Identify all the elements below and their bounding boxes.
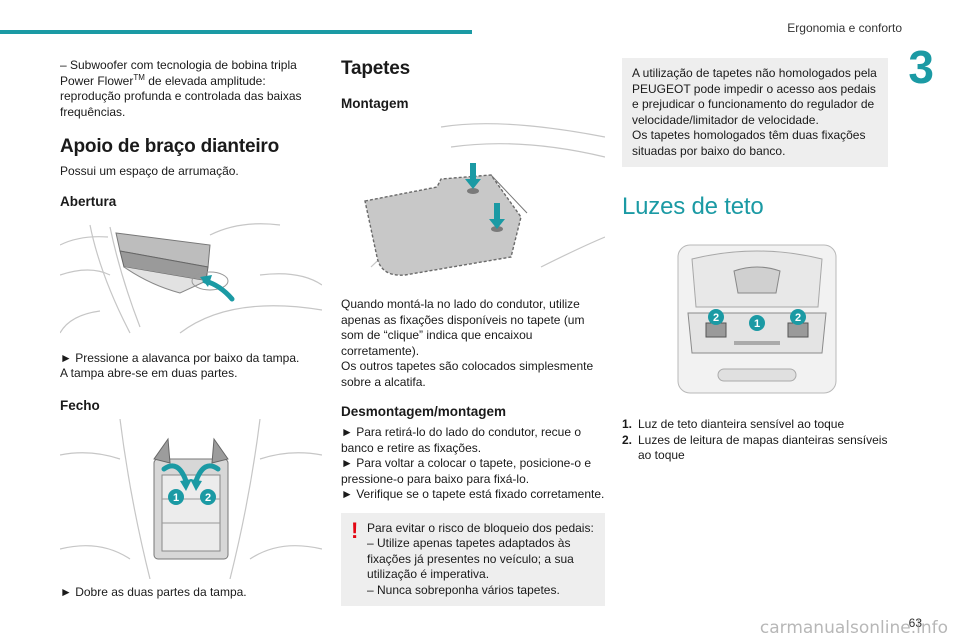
section-header: Ergonomia e conforto bbox=[787, 21, 902, 35]
subwoofer-text: – Subwoofer com tecnologia de bobina tri… bbox=[60, 58, 302, 119]
info-text-1: A utilização de tapetes não homologados … bbox=[632, 66, 877, 127]
armrest-heading: Apoio de braço dianteiro bbox=[60, 136, 279, 157]
removal-heading: Desmontagem/montagem bbox=[341, 404, 507, 419]
warning-icon: ! bbox=[351, 517, 359, 543]
mats-heading: Tapetes bbox=[341, 58, 410, 79]
legend-item: 1.Luz de teto dianteira sensível ao toqu… bbox=[622, 417, 845, 431]
chapter-number: 3 bbox=[908, 41, 934, 93]
armrest-description: Possui um espaço de arrumação. bbox=[60, 164, 239, 178]
callout-left-2: 2 bbox=[713, 312, 719, 324]
floor-mat-illustration bbox=[364, 123, 605, 276]
fold-left-arrow-icon bbox=[161, 463, 189, 483]
header-accent-bar bbox=[0, 30, 472, 34]
fold-right-arrow-icon bbox=[193, 463, 221, 483]
removal-step-2: ► Para voltar a colocar o tapete, posici… bbox=[341, 456, 592, 486]
mats-info-box: A utilização de tapetes não homologados … bbox=[622, 58, 888, 167]
closing-step: ► Dobre as duas partes da tampa. bbox=[60, 584, 247, 599]
mounting-text-1: Quando montá-la no lado do condutor, uti… bbox=[341, 297, 585, 358]
column-1: – Subwoofer com tecnologia de bobina tri… bbox=[60, 58, 322, 600]
callout-right-2: 2 bbox=[795, 312, 801, 324]
column-3: A utilização de tapetes não homologados … bbox=[622, 58, 888, 464]
ceiling-lights-heading: Luzes de teto bbox=[622, 193, 764, 220]
warning-item-1: – Utilize apenas tapetes adaptados às fi… bbox=[367, 536, 574, 581]
watermark: carmanualsonline.info bbox=[759, 618, 948, 638]
opening-heading: Abertura bbox=[60, 193, 117, 209]
ceiling-lights-illustration: 2 1 2 bbox=[677, 244, 837, 394]
closing-heading: Fecho bbox=[60, 397, 100, 413]
removal-step-1: ► Para retirá-lo do lado do condutor, re… bbox=[341, 425, 582, 455]
ceiling-lights-legend: 1.Luz de teto dianteira sensível ao toqu… bbox=[622, 417, 888, 464]
removal-step-3: ► Verifique se o tapete está fixado corr… bbox=[341, 487, 605, 501]
pedal-warning-box: ! Para evitar o risco de bloqueio dos pe… bbox=[341, 512, 605, 606]
mounting-text-2: Os outros tapetes são colocados simplesm… bbox=[341, 359, 594, 389]
opening-step: ► Pressione a alavanca por baixo da tamp… bbox=[60, 350, 300, 365]
armrest-opening-illustration bbox=[60, 222, 322, 333]
column-2: Tapetes Montagem Quando montá-la no lado… bbox=[341, 58, 605, 606]
warning-item-2: – Nunca sobreponha vários tapetes. bbox=[367, 582, 560, 597]
callout-1: 1 bbox=[173, 492, 179, 504]
legend-item: 2.Luzes de leitura de mapas dianteiras s… bbox=[622, 432, 888, 463]
info-text-2: Os tapetes homologados têm duas fixações… bbox=[632, 128, 866, 158]
mounting-heading: Montagem bbox=[341, 96, 409, 111]
opening-note: A tampa abre-se em duas partes. bbox=[60, 366, 238, 380]
warning-lead: Para evitar o risco de bloqueio dos peda… bbox=[367, 520, 594, 535]
clip-arrow-icon bbox=[465, 163, 505, 229]
callout-center-1: 1 bbox=[754, 318, 760, 330]
page-number: 63 bbox=[908, 616, 922, 630]
callout-2: 2 bbox=[205, 492, 211, 504]
armrest-closing-illustration: 1 2 bbox=[60, 418, 322, 579]
